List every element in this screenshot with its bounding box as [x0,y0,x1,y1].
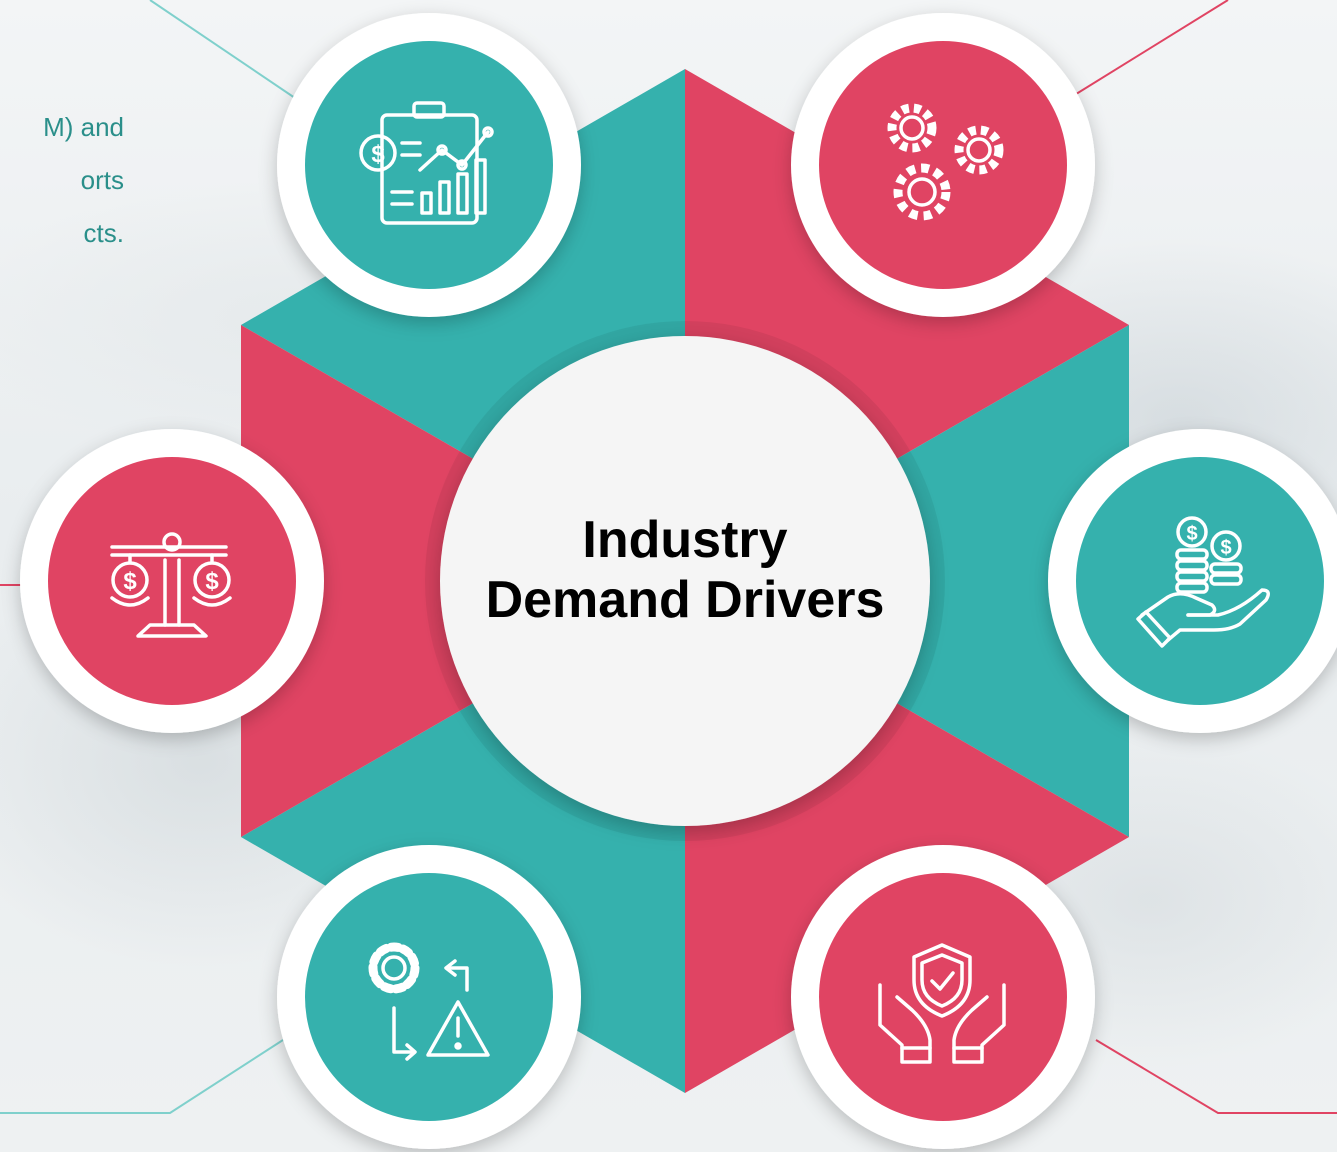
node-gears [791,13,1095,317]
svg-text:$: $ [371,141,385,168]
connector-lines [0,0,1337,1114]
node-balance-scale: $ $ [20,429,324,733]
center-title: Industry Demand Drivers [445,330,925,810]
shield-hands-icon [878,943,1006,1064]
svg-text:$: $ [205,568,219,595]
side-text-line-3: cts. [83,218,124,248]
center-circle [440,336,930,826]
svg-text:$: $ [1186,523,1197,545]
center-title-line-1: Industry [582,511,788,569]
connector-line-top-right [1059,0,1229,105]
side-description-text: M) and orts cts. [0,101,124,260]
node-shield-hands [791,845,1095,1149]
connector-line-bottom-right [1095,1039,1337,1114]
financial-report-icon: $ [359,101,494,225]
connector-line-bottom-left [0,1039,284,1114]
side-text-line-1: M) and [43,112,124,142]
center-title-line-2: Demand Drivers [485,571,885,629]
balance-scale-icon: $ $ [110,532,232,638]
gears-icon [887,103,1004,221]
node-financial-report: $ [277,13,581,317]
gear-warning-cycle-icon [368,942,490,1061]
coins-in-hand-icon: $ $ [1136,516,1270,648]
connector-line-top-left [149,0,296,99]
svg-text:$: $ [1220,537,1231,559]
node-gear-warning [277,845,581,1149]
side-text-line-2: orts [80,165,124,195]
svg-text:$: $ [123,568,137,595]
node-coins-in-hand: $ $ [1048,429,1337,733]
